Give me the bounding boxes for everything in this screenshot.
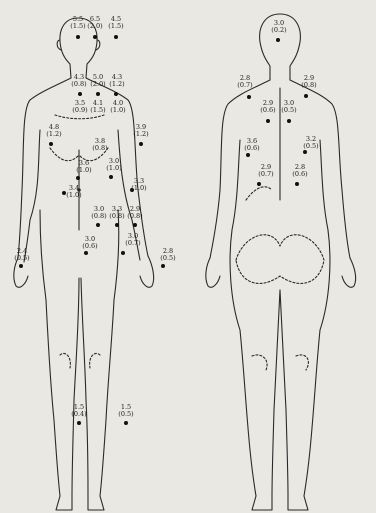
front-point-18-label: 3.3(0.8) xyxy=(109,206,124,220)
front-point-8-label: 4.1(1.5) xyxy=(90,100,105,114)
back-point-4-label: 2.9(0.6) xyxy=(260,100,275,114)
front-point-12-label: 3.8(0.8) xyxy=(92,138,107,152)
front-point-7-label: 3.5(0.9) xyxy=(72,100,87,114)
back-point-8-dot xyxy=(257,182,261,186)
back-point-9-label: 2.8(0.6) xyxy=(292,164,307,178)
front-point-24-dot xyxy=(77,421,81,425)
back-figure-outline xyxy=(206,14,356,510)
back-point-2-dot xyxy=(247,95,251,99)
front-point-17-dot xyxy=(96,223,100,227)
front-point-25-label: 1.5(0.5) xyxy=(118,404,133,418)
back-point-9-dot xyxy=(295,182,299,186)
back-point-6-label: 3.6(0.6) xyxy=(244,138,259,152)
back-point-3-dot xyxy=(304,94,308,98)
back-point-7-label: 3.2(0.5) xyxy=(303,136,318,150)
front-point-3-label: 4.5(1.5) xyxy=(108,16,123,30)
back-point-7-dot xyxy=(303,150,307,154)
back-point-2-label: 2.8(0.7) xyxy=(237,75,252,89)
front-point-6-dot xyxy=(114,92,118,96)
front-point-10-dot xyxy=(49,142,53,146)
front-point-14-label: 3.0(1.0) xyxy=(106,158,121,172)
front-point-16-dot xyxy=(62,191,66,195)
front-point-4-dot xyxy=(78,92,82,96)
front-point-6-label: 4.3(1.2) xyxy=(109,74,124,88)
front-point-20-dot xyxy=(84,251,88,255)
back-point-6-dot xyxy=(246,153,250,157)
front-point-16-label: 3.4(1.0) xyxy=(66,185,81,199)
back-point-1-dot xyxy=(276,38,280,42)
front-point-23-label: 2.8(0.5) xyxy=(160,248,175,262)
front-figure-outline xyxy=(14,18,154,510)
front-point-14-dot xyxy=(109,175,113,179)
front-point-11-label: 3.9(1.2) xyxy=(133,124,148,138)
front-point-10-label: 4.8(1.2) xyxy=(46,124,61,138)
front-point-23-dot xyxy=(161,264,165,268)
front-point-21-label: 3.0(0.7) xyxy=(125,233,140,247)
front-point-9-label: 4.0(1.0) xyxy=(110,100,125,114)
back-point-1-label: 3.0(0.2) xyxy=(271,20,286,34)
front-point-2-label: 6.5(2.0) xyxy=(87,16,102,30)
front-point-24-label: 1.5(0.4) xyxy=(71,404,86,418)
front-point-20-label: 3.0(0.6) xyxy=(82,236,97,250)
back-point-3-label: 2.9(0.8) xyxy=(301,75,316,89)
front-point-18-dot xyxy=(115,223,119,227)
front-point-25-dot xyxy=(124,421,128,425)
front-point-17-label: 3.0(0.8) xyxy=(91,206,106,220)
front-point-4-label: 4.3(0.8) xyxy=(71,74,86,88)
front-point-5-label: 5.0(2.0) xyxy=(90,74,105,88)
front-point-1-dot xyxy=(76,35,80,39)
front-point-5-dot xyxy=(96,92,100,96)
front-point-15-dot xyxy=(130,188,134,192)
front-point-19-dot xyxy=(133,223,137,227)
front-point-13-label: 3.6(1.0) xyxy=(76,160,91,174)
front-point-19-label: 2.9(0.8) xyxy=(127,206,142,220)
front-point-1-label: 5.5(1.5) xyxy=(70,16,85,30)
front-point-22-label: 2.4(0.5) xyxy=(14,248,29,262)
front-point-22-dot xyxy=(19,264,23,268)
front-point-21-dot xyxy=(121,251,125,255)
back-point-5-dot xyxy=(287,119,291,123)
front-point-13-dot xyxy=(76,176,80,180)
back-point-5-label: 3.0(0.5) xyxy=(281,100,296,114)
front-point-2-dot xyxy=(93,35,97,39)
back-point-4-dot xyxy=(266,119,270,123)
front-point-11-dot xyxy=(139,142,143,146)
front-point-3-dot xyxy=(114,35,118,39)
back-point-8-label: 2.9(0.7) xyxy=(258,164,273,178)
